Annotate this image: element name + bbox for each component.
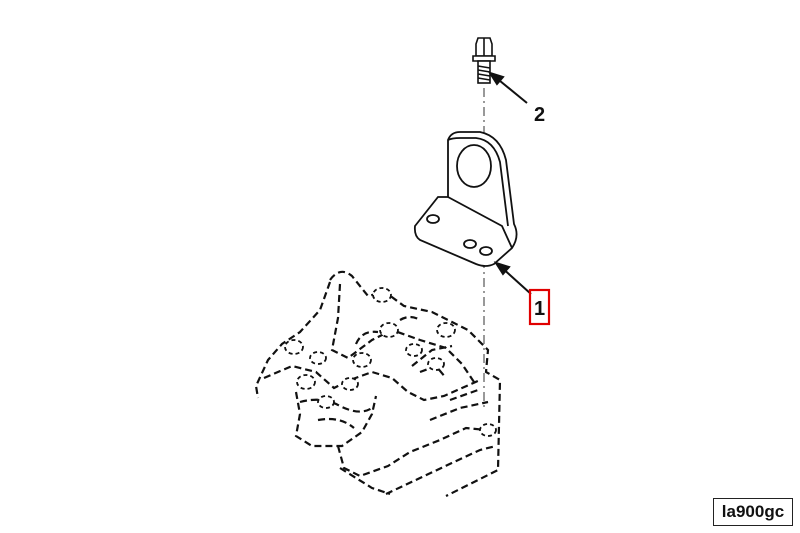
- callout-number-2: 2: [534, 104, 545, 126]
- engine-block-phantom: [254, 270, 502, 497]
- engine-fittings-phantom: [284, 287, 497, 437]
- callout-number-1: 1: [534, 298, 545, 320]
- bracket-part: [413, 131, 518, 267]
- leader-line-2: [487, 71, 528, 104]
- figure-code-label: la900gc: [713, 498, 793, 526]
- callout-1-highlight-box: [528, 288, 551, 326]
- bolt-part: [472, 37, 496, 84]
- leader-line-1: [493, 261, 532, 295]
